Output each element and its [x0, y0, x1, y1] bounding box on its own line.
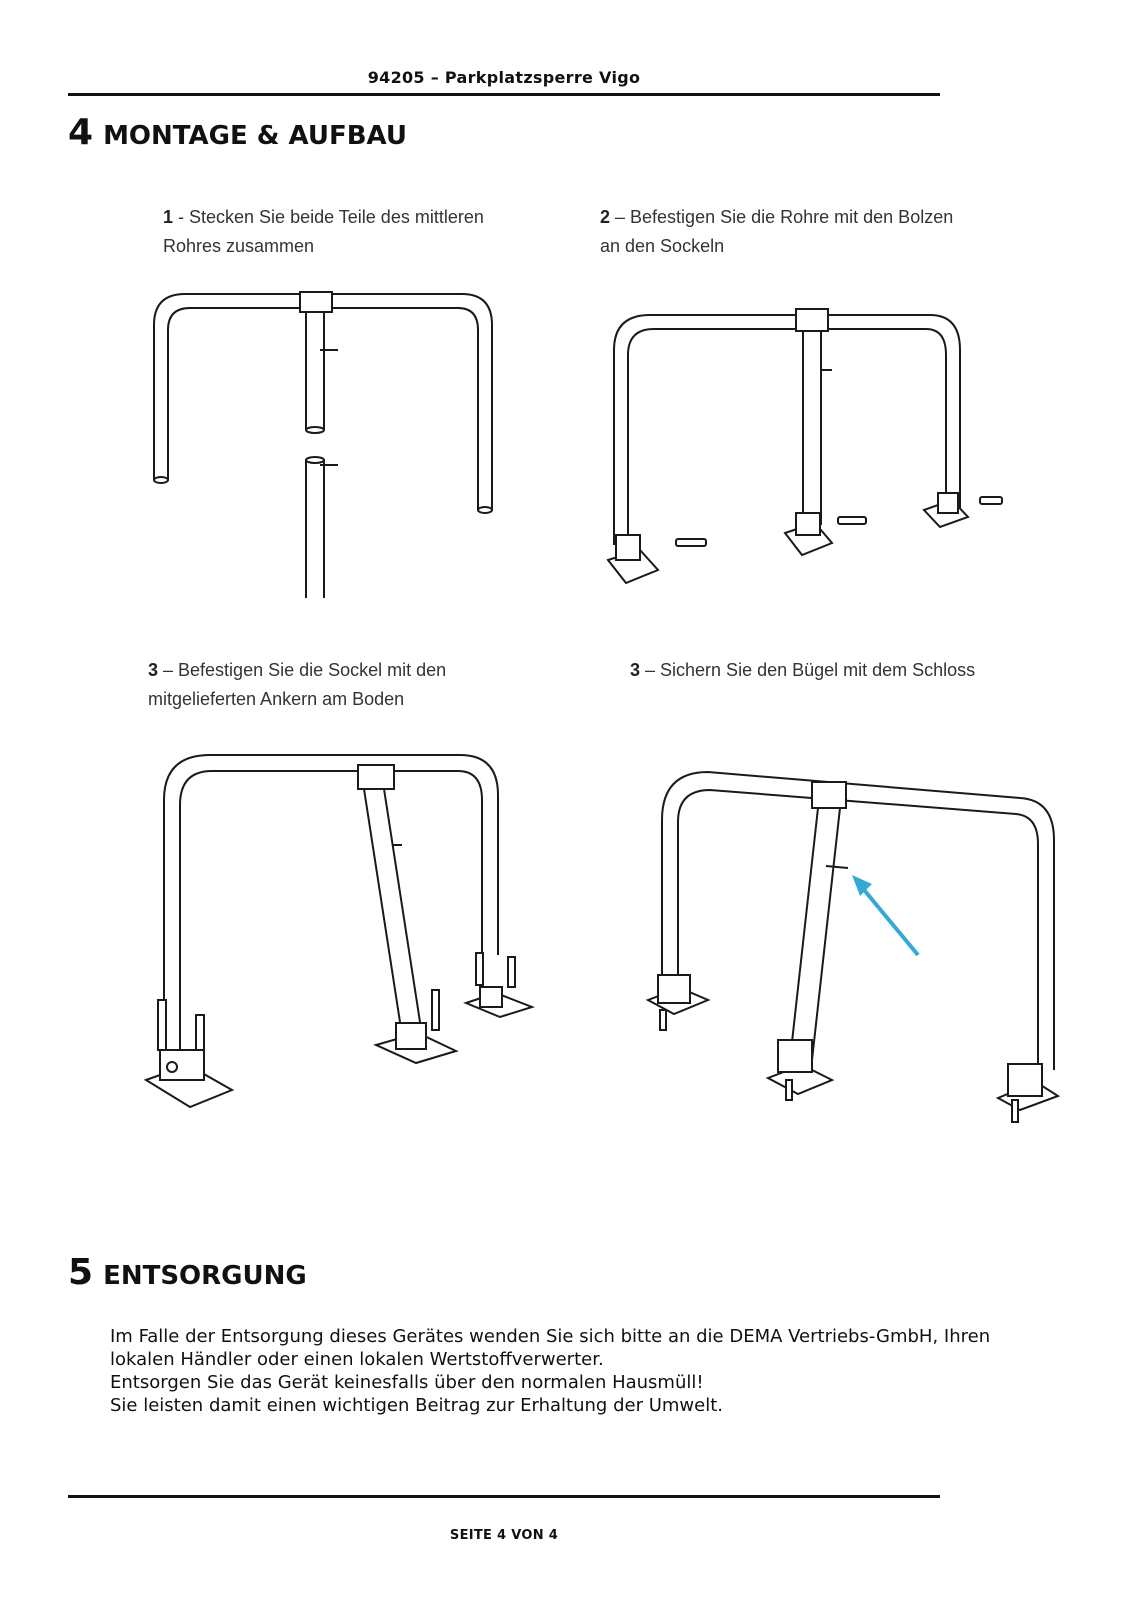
step-1-number: 1 [163, 207, 174, 227]
section-5-title: ENTSORGUNG [103, 1261, 307, 1291]
step-3-caption: 3 – Befestigen Sie die Sockel mit den mi… [148, 656, 446, 714]
lock-pointer-arrow [858, 883, 920, 957]
step-2-number: 2 [600, 207, 611, 227]
step-3-number: 3 [148, 660, 159, 680]
document-header-title: 94205 – Parkplatzsperre Vigo [367, 68, 641, 87]
step-1-illustration [153, 291, 493, 598]
arrow-head-icon [852, 875, 872, 896]
section-4-title: MONTAGE & AUFBAU [103, 121, 407, 151]
header-rule [68, 93, 940, 96]
step-2-caption: 2 – Befestigen Sie die Rohre mit den Bol… [600, 203, 953, 261]
page-number: SEITE 4 VON 4 [449, 1528, 559, 1543]
step-2-illustration [606, 308, 1003, 585]
step-4-caption: 3 – Sichern Sie den Bügel mit dem Schlos… [630, 656, 975, 685]
disposal-line: Im Falle der Entsorgung dieses Gerätes w… [110, 1326, 991, 1347]
step-4-text: – Sichern Sie den Bügel mit dem Schloss [640, 660, 976, 680]
section-4-heading: 4 MONTAGE & AUFBAU [68, 112, 407, 153]
section-5-heading: 5 ENTSORGUNG [68, 1252, 307, 1293]
disposal-line: Entsorgen Sie das Gerät keinesfalls über… [110, 1372, 704, 1393]
footer-rule [68, 1495, 940, 1498]
disposal-line: Sie leisten damit einen wichtigen Beitra… [110, 1395, 723, 1416]
section-4-number: 4 [68, 112, 94, 153]
step-3-text: – Befestigen Sie die Sockel mit den mitg… [148, 660, 447, 709]
step-2-text: – Befestigen Sie die Rohre mit den Bolze… [600, 207, 954, 256]
step-3-illustration [143, 754, 536, 1109]
section-5-number: 5 [68, 1252, 94, 1293]
step-1-caption: 1 - Stecken Sie beide Teile des mittlere… [163, 203, 484, 261]
step-4-number: 3 [630, 660, 641, 680]
disposal-paragraph: Im Falle der Entsorgung dieses Gerätes w… [110, 1325, 1070, 1417]
disposal-line: lokalen Händler oder einen lokalen Werts… [110, 1349, 604, 1370]
step-1-text: - Stecken Sie beide Teile des mittleren … [163, 207, 484, 256]
step-4-illustration [645, 770, 1061, 1123]
